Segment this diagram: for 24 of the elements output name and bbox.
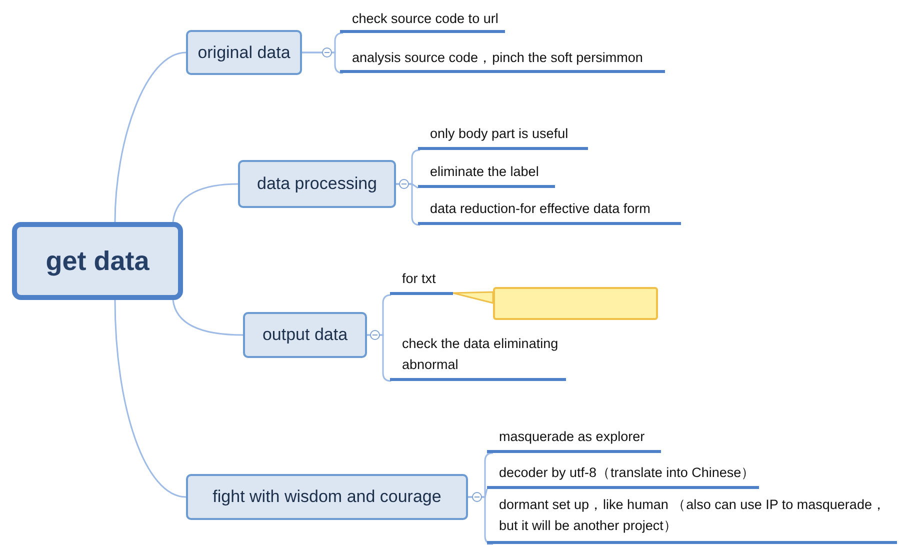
subtopic-label: eliminate the label	[418, 161, 555, 188]
subtopic-label: decoder by utf-8（translate into Chinese）	[487, 462, 759, 489]
topic-box: output data	[243, 312, 367, 358]
connector	[114, 300, 186, 498]
subtopic-label: check source code to url	[340, 8, 505, 33]
callout-box	[493, 287, 658, 320]
topic-box: data processing	[238, 160, 396, 208]
subtopic-label: dormant set up，like human （also can use IP to masquerade，but it will be another project）	[487, 494, 897, 544]
subtopic-label: data reduction-for effective data form	[418, 198, 681, 225]
callout-pointer	[452, 291, 494, 304]
connector	[172, 183, 238, 222]
topic-box: fight with wisdom and courage	[186, 474, 468, 520]
central-topic: get data	[12, 222, 183, 300]
connector	[302, 52, 344, 74]
subtopic-label: analysis source code，pinch the soft persimmon	[340, 47, 665, 73]
subtopic-label: for txt	[390, 268, 453, 295]
connector	[172, 300, 244, 336]
subtopic-label: check the data eliminating abnormal	[390, 333, 566, 381]
topic-box: original data	[186, 30, 302, 75]
subtopic-label: only body part is useful	[418, 123, 588, 150]
connector	[114, 52, 186, 222]
connector	[396, 183, 421, 226]
subtopic-label: masquerade as explorer	[487, 426, 661, 453]
connector	[468, 496, 494, 545]
